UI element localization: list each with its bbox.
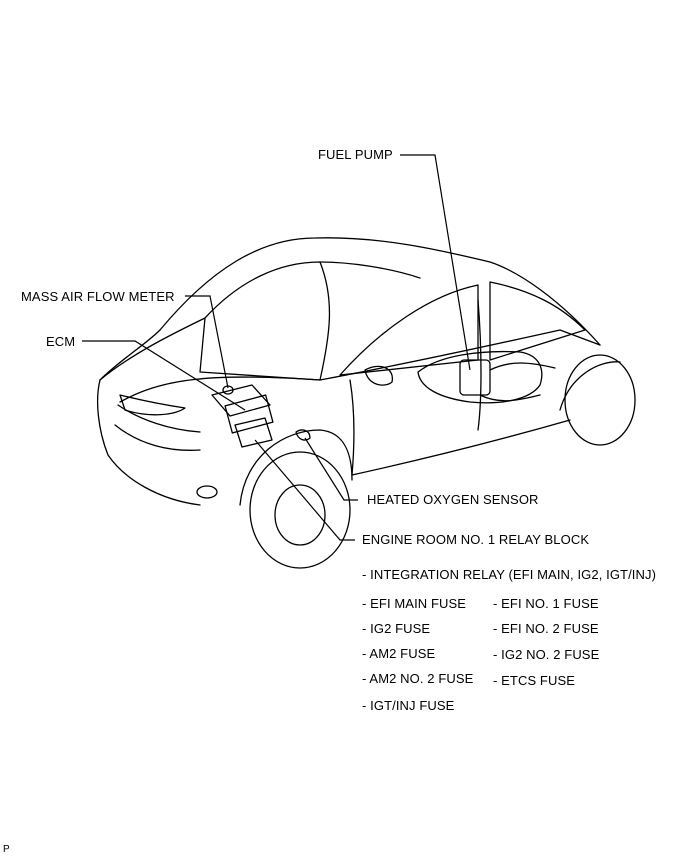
car-illustration	[96, 237, 636, 569]
fuel-pump-label: FUEL PUMP	[318, 147, 393, 162]
side-window-rear	[489, 281, 586, 361]
windshield	[199, 261, 331, 381]
fog-lamp	[196, 485, 218, 499]
engine-box	[211, 384, 271, 417]
igt-inj-fuse-item: - IGT/INJ FUSE	[362, 698, 455, 713]
ig2-no2-fuse-item: - IG2 NO. 2 FUSE	[493, 647, 600, 662]
headlight	[119, 394, 186, 416]
grille	[114, 404, 201, 451]
maf-leader	[185, 295, 229, 389]
rocker	[351, 419, 571, 476]
am2-no2-fuse-item: - AM2 NO. 2 FUSE	[362, 671, 474, 686]
door-line-front	[349, 379, 355, 476]
rear-wheel	[564, 354, 636, 446]
front-hub	[274, 484, 326, 546]
am2-fuse-item: - AM2 FUSE	[362, 646, 436, 661]
ecm-leader	[82, 340, 246, 411]
efi-main-fuse-item: - EFI MAIN FUSE	[362, 596, 467, 611]
hood	[99, 317, 321, 403]
mirror	[364, 365, 393, 386]
corner-mark: P	[3, 844, 10, 855]
a-pillar	[319, 261, 421, 279]
fuel-tank	[417, 350, 543, 404]
front-wheel	[249, 451, 351, 569]
fuel-pump-leader	[400, 154, 471, 371]
efi-no2-fuse-item: - EFI NO. 2 FUSE	[493, 621, 599, 636]
relay-block	[234, 417, 273, 448]
ig2-fuse-item: - IG2 FUSE	[362, 621, 431, 636]
integration-relay-item: - INTEGRATION RELAY (EFI MAIN, IG2, IGT/…	[362, 567, 657, 582]
engine-room-relay-block-label: ENGINE ROOM NO. 1 RELAY BLOCK	[362, 532, 590, 547]
leader-lines	[82, 154, 471, 541]
front-bumper	[96, 379, 201, 506]
door-line-rear	[477, 299, 482, 431]
heated-oxygen-sensor-label: HEATED OXYGEN SENSOR	[367, 492, 539, 507]
side-window-front	[339, 284, 479, 376]
oxygen-sensor-leader	[304, 437, 358, 501]
roof-outline	[159, 237, 601, 346]
hood-line	[99, 329, 161, 381]
relay-block-leader	[254, 439, 355, 541]
rear-wheel-arch	[559, 361, 621, 411]
etcs-fuse-item: - ETCS FUSE	[493, 673, 575, 688]
efi-no1-fuse-item: - EFI NO. 1 FUSE	[493, 596, 599, 611]
mass-air-flow-meter-label: MASS AIR FLOW METER	[21, 289, 175, 304]
ecm-module	[224, 394, 274, 434]
ecm-label: ECM	[46, 334, 76, 349]
front-wheel-arch	[239, 429, 353, 506]
fuel-pump-unit	[459, 359, 491, 396]
fuel-lines	[479, 362, 556, 402]
oxygen-sensor	[295, 429, 311, 441]
